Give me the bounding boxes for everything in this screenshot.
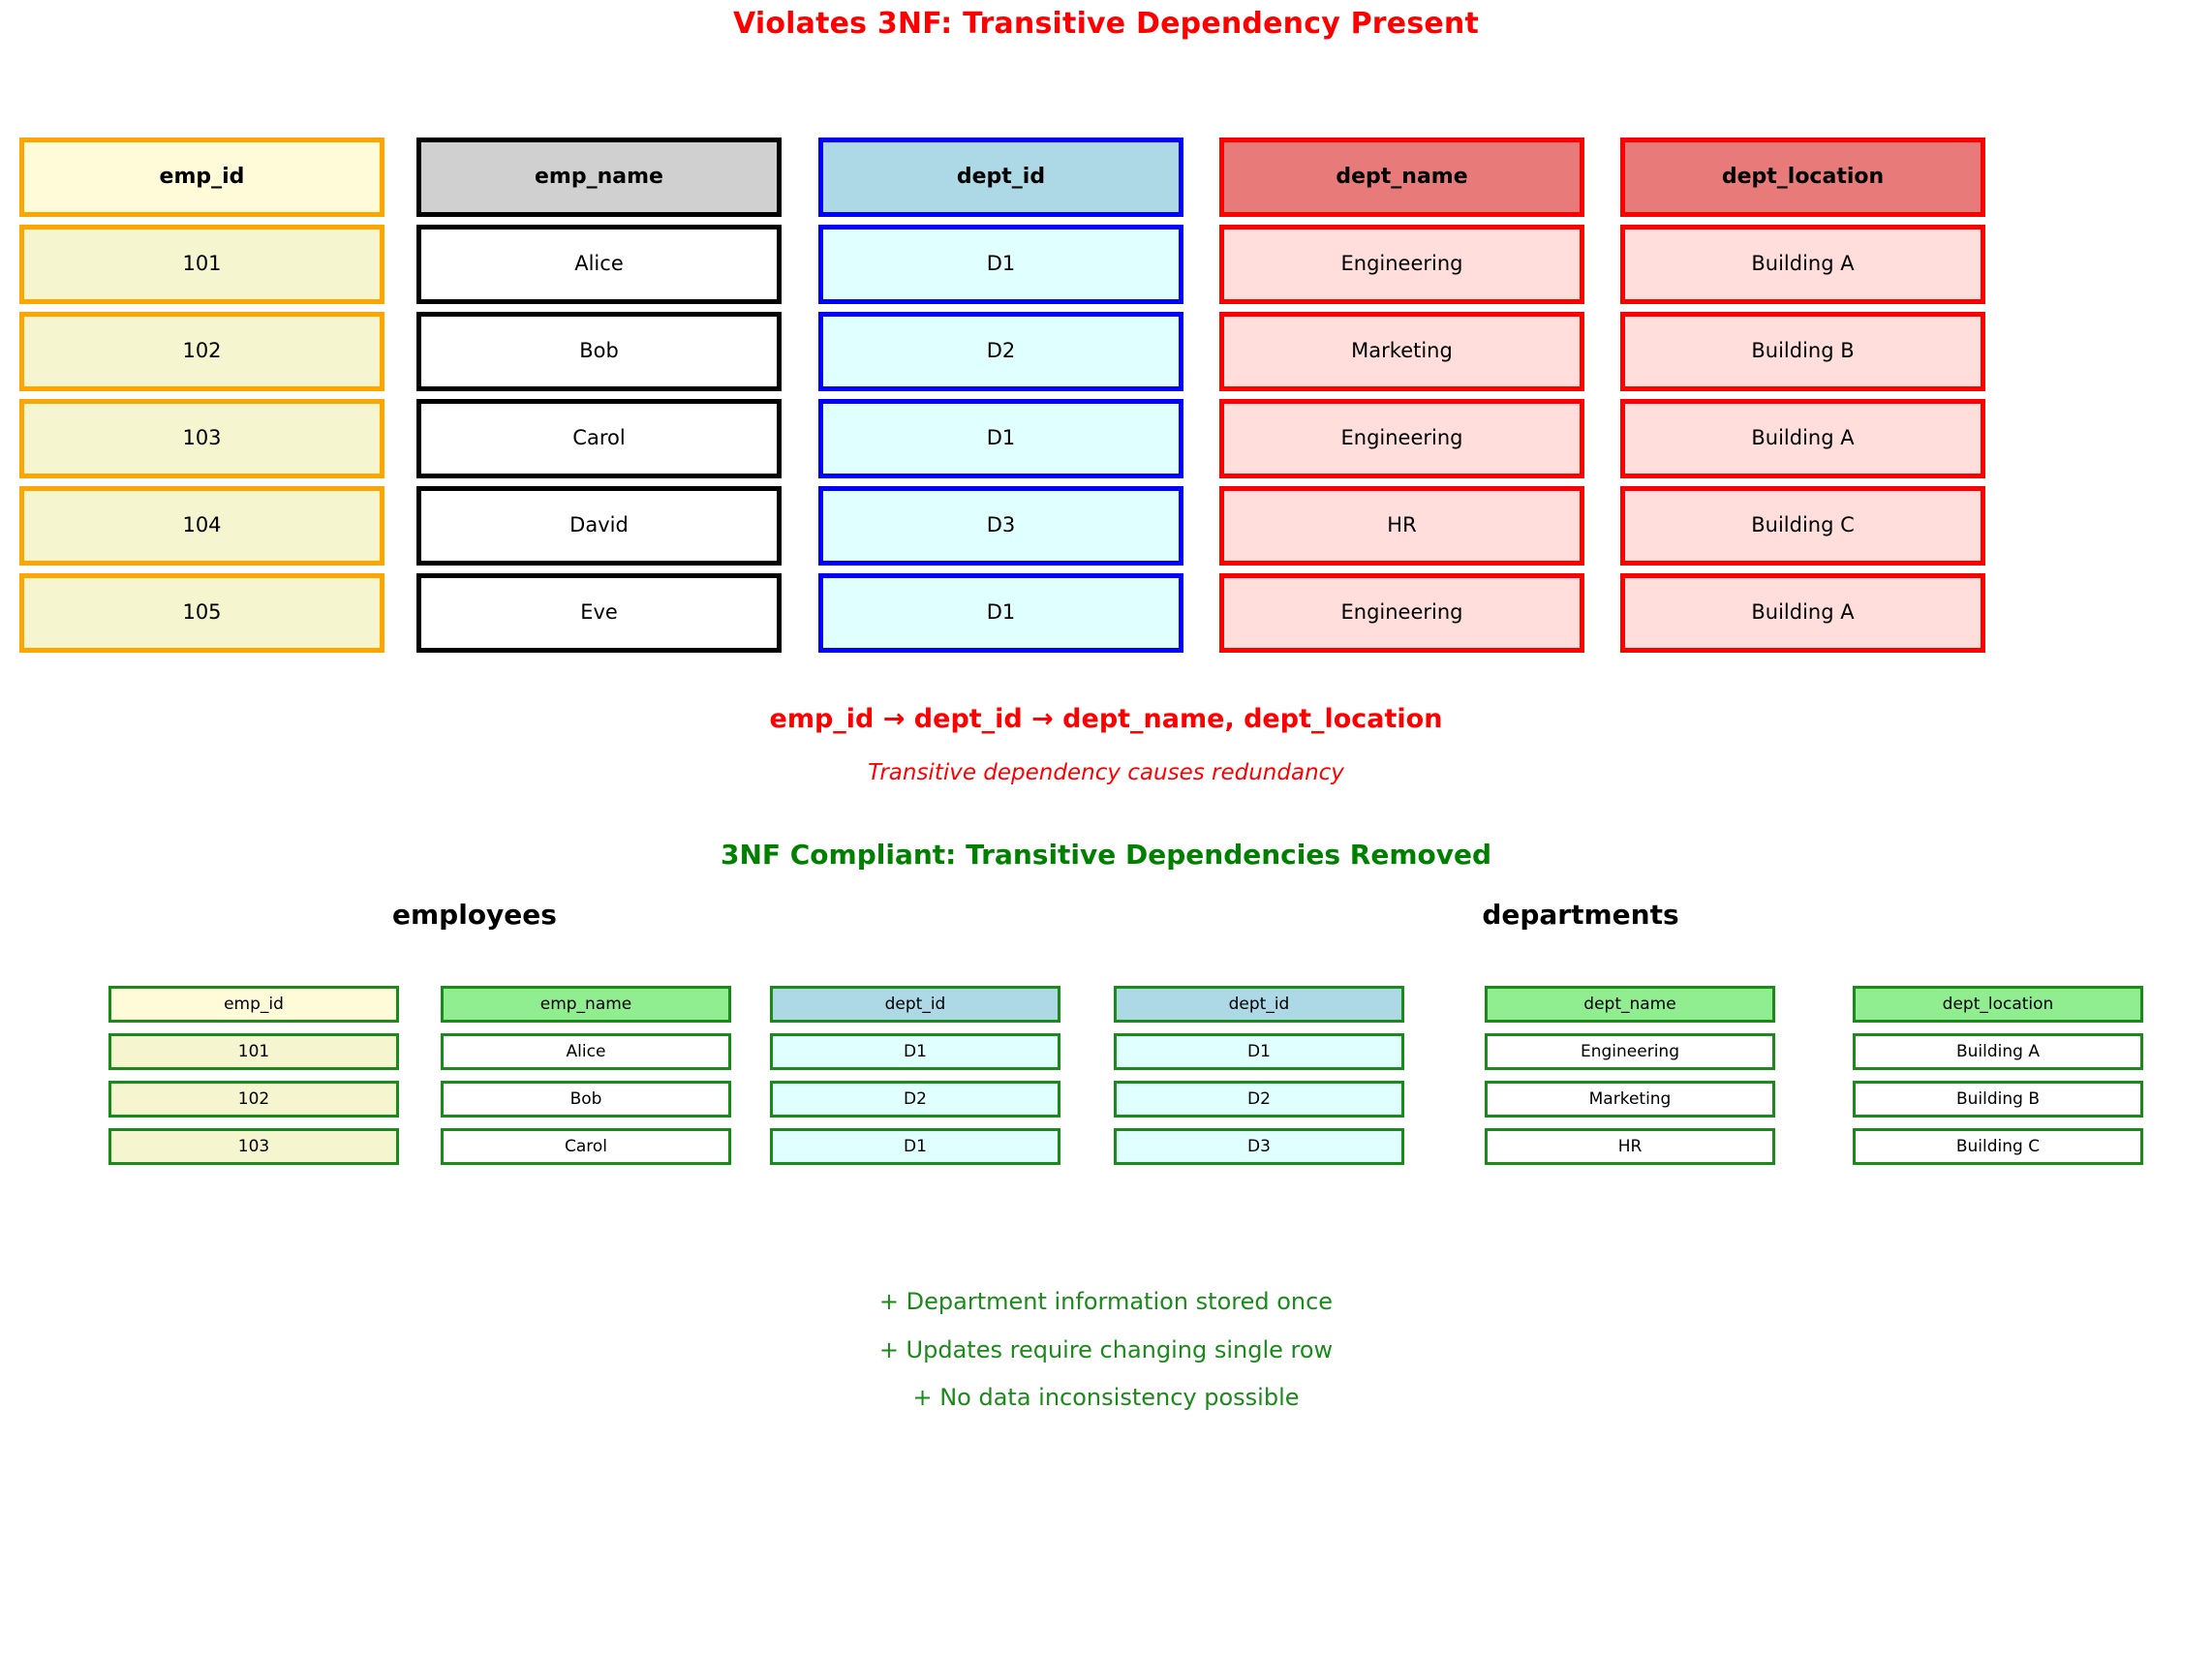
table-cell: 101 — [19, 225, 384, 304]
benefit-item: + No data inconsistency possible — [912, 1384, 1300, 1411]
table-cell: 104 — [19, 486, 384, 566]
column-header-emp_name: emp_name — [441, 986, 731, 1023]
table-cell: Building A — [1620, 225, 1985, 304]
benefit-item: + Department information stored once — [878, 1288, 1334, 1315]
column-header-dept_location: dept_location — [1620, 138, 1985, 217]
table-cell: Engineering — [1219, 399, 1584, 478]
table-cell: Marketing — [1219, 312, 1584, 391]
table-cell: 103 — [108, 1128, 399, 1165]
table-cell: Carol — [416, 399, 782, 478]
table-cell: Bob — [441, 1081, 731, 1118]
column-header-dept_id: dept_id — [818, 138, 1183, 217]
table-cell: D1 — [1114, 1033, 1404, 1070]
table-cell: D3 — [1114, 1128, 1404, 1165]
table-cell: 103 — [19, 399, 384, 478]
table-cell: Marketing — [1485, 1081, 1775, 1118]
dependency-formula: emp_id → dept_id → dept_name, dept_locat… — [769, 704, 1443, 734]
table-cell: Building C — [1853, 1128, 2143, 1165]
table-cell: Alice — [416, 225, 782, 304]
page-title-3nf-compliant: 3NF Compliant: Transitive Dependencies R… — [720, 839, 1492, 871]
benefit-item: + Updates require changing single row — [878, 1336, 1334, 1363]
page-title-violates-3nf: Violates 3NF: Transitive Dependency Pres… — [732, 7, 1480, 41]
table-cell: D1 — [770, 1033, 1060, 1070]
table-cell: HR — [1219, 486, 1584, 566]
table-cell: 102 — [19, 312, 384, 391]
table-cell: D1 — [818, 573, 1183, 653]
table-cell: D1 — [818, 225, 1183, 304]
column-header-dept_name: dept_name — [1485, 986, 1775, 1023]
table-cell: D1 — [818, 399, 1183, 478]
table-cell: Alice — [441, 1033, 731, 1070]
table-cell: 102 — [108, 1081, 399, 1118]
table-cell: Engineering — [1219, 225, 1584, 304]
table-cell: Building A — [1620, 399, 1985, 478]
table-cell: Engineering — [1485, 1033, 1775, 1070]
table-cell: Building B — [1853, 1081, 2143, 1118]
column-header-emp_id: emp_id — [108, 986, 399, 1023]
column-header-dept_id: dept_id — [770, 986, 1060, 1023]
table-cell: Building A — [1853, 1033, 2143, 1070]
table-cell: 105 — [19, 573, 384, 653]
table-cell: D2 — [1114, 1081, 1404, 1118]
table-cell: 101 — [108, 1033, 399, 1070]
table-cell: Eve — [416, 573, 782, 653]
table-cell: HR — [1485, 1128, 1775, 1165]
table-cell: Bob — [416, 312, 782, 391]
table-cell: Building A — [1620, 573, 1985, 653]
column-header-dept_location: dept_location — [1853, 986, 2143, 1023]
table-cell: Building B — [1620, 312, 1985, 391]
table-title-employees: employees — [392, 899, 557, 931]
table-cell: Building C — [1620, 486, 1985, 566]
table-title-departments: departments — [1482, 899, 1679, 931]
column-header-emp_name: emp_name — [416, 138, 782, 217]
table-cell: D1 — [770, 1128, 1060, 1165]
column-header-emp_id: emp_id — [19, 138, 384, 217]
table-cell: Engineering — [1219, 573, 1584, 653]
column-header-dept_id: dept_id — [1114, 986, 1404, 1023]
table-cell: Carol — [441, 1128, 731, 1165]
table-cell: D2 — [818, 312, 1183, 391]
column-header-dept_name: dept_name — [1219, 138, 1584, 217]
table-cell: D2 — [770, 1081, 1060, 1118]
dependency-note: Transitive dependency causes redundancy — [868, 760, 1344, 785]
table-cell: D3 — [818, 486, 1183, 566]
table-cell: David — [416, 486, 782, 566]
